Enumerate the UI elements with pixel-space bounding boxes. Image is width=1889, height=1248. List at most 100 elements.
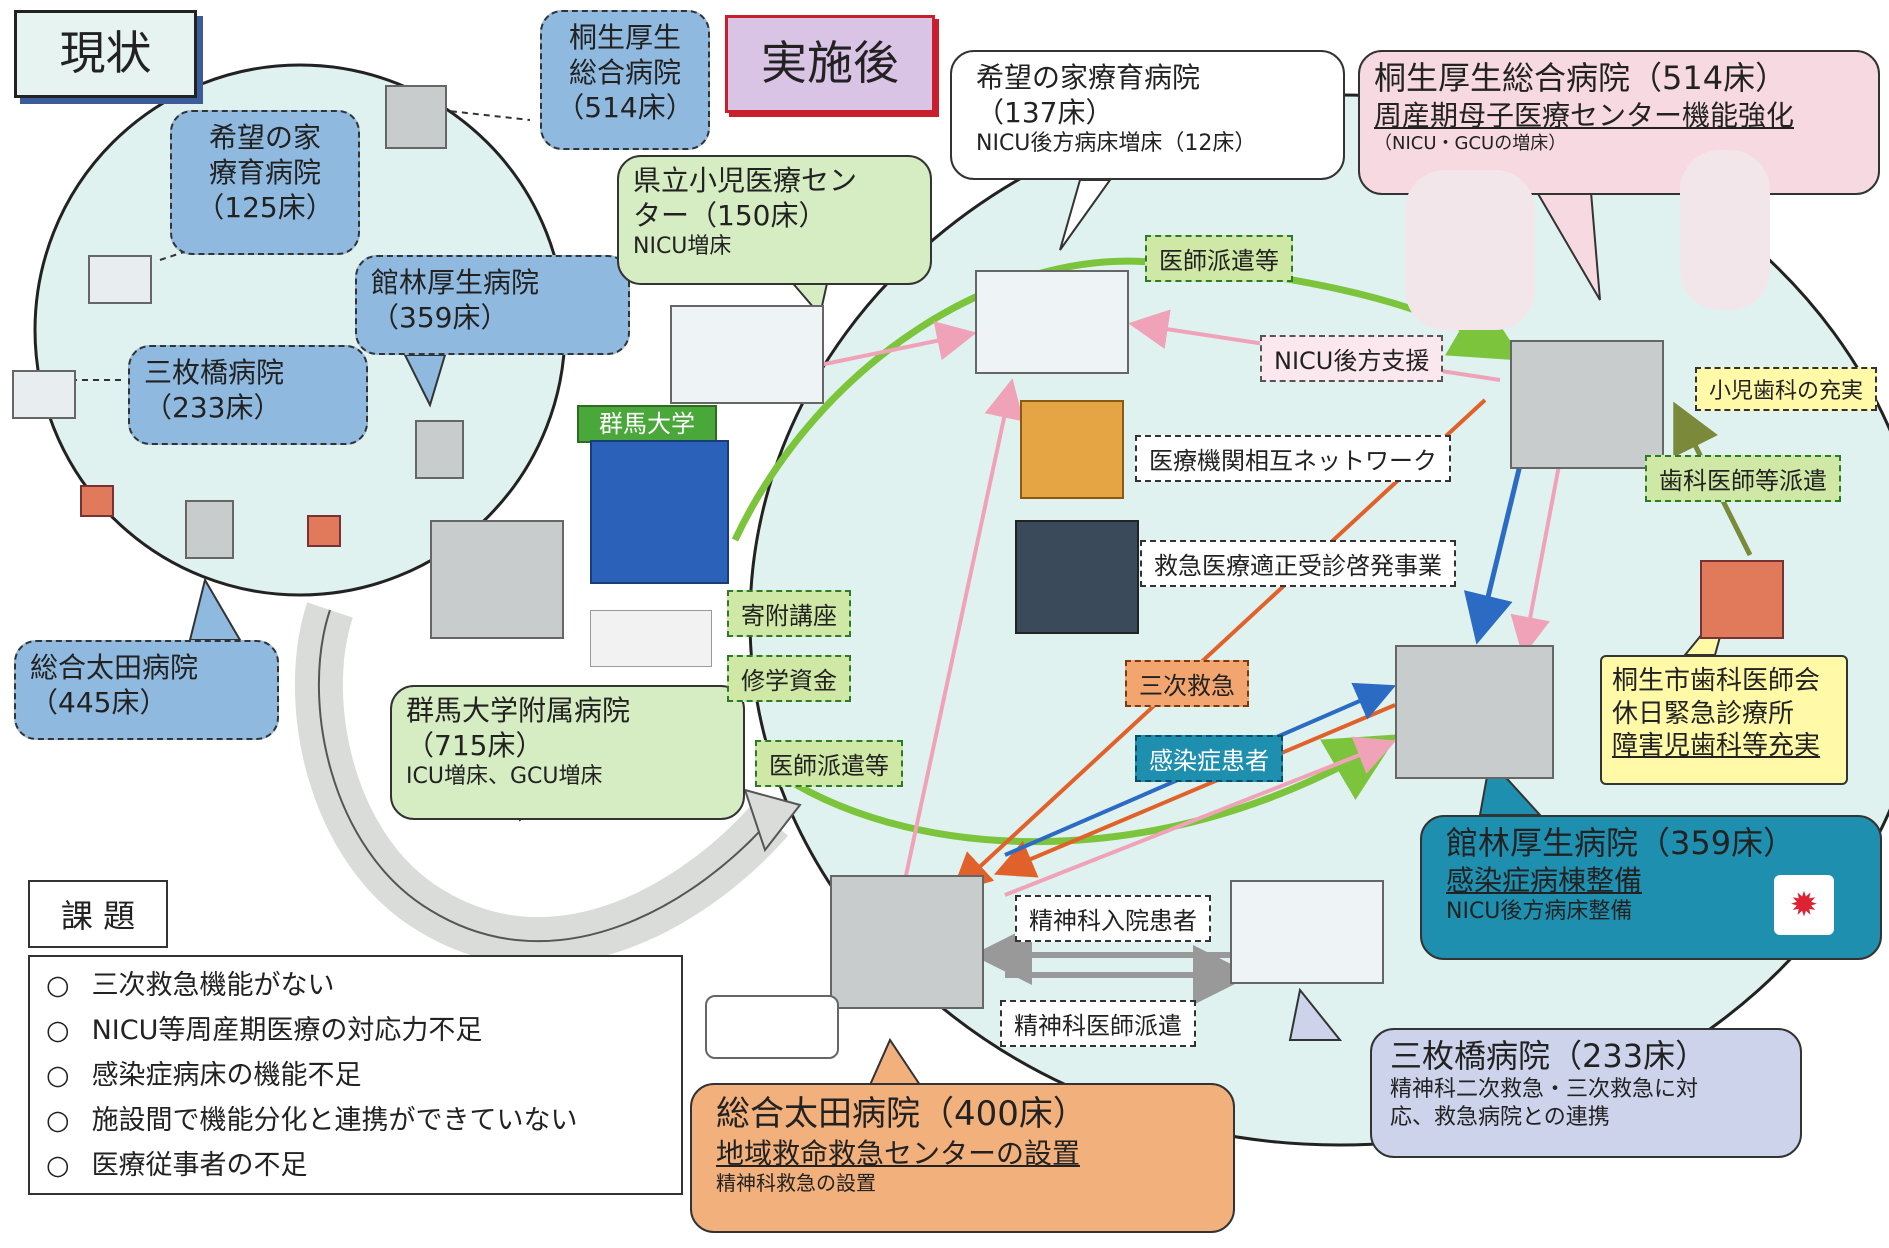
after-children-line2: ター（150床） (633, 199, 827, 232)
dental-line3: 障害児歯科等充実 (1612, 731, 1821, 761)
issues-title-box: 課 題 (28, 880, 168, 948)
issue-item: ○ 感染症病床の機能不足 (46, 1053, 665, 1098)
current-tatebayashi-name: 館林厚生病院 (371, 266, 540, 299)
after-kiryu-sub: 周産期母子医療センター機能強化 (1374, 99, 1795, 132)
current-kibou-bubble: 希望の家 療育病院 （125床） (170, 110, 360, 255)
hospital-icon (1230, 880, 1384, 984)
current-ota-beds: （445床） (30, 686, 168, 719)
house-icon (1700, 560, 1784, 639)
hospital-icon (1510, 340, 1664, 469)
tag-dentist-dispatch: 歯科医師等派遣 (1645, 455, 1841, 502)
after-children-line1: 県立小児医療セン (633, 164, 858, 197)
dental-clinic-box: 桐生市歯科医師会 休日緊急診療所 障害児歯科等充実 (1600, 655, 1848, 785)
after-sanmaibashi-bubble: 三枚橋病院（233床） 精神科二次救急・三次救急に対 応、救急病院との連携 (1370, 1028, 1802, 1158)
tag-nicu-support: NICU後方支援 (1260, 335, 1444, 382)
tag-doctor-dispatch-bottom: 医師派遣等 (755, 740, 903, 787)
issue-item: ○ 施設間で機能分化と連携ができていない (46, 1098, 665, 1143)
after-kiryu-bubble: 桐生厚生総合病院（514床） 周産期母子医療センター機能強化 （NICU・GCU… (1358, 50, 1880, 195)
issues-list-box: ○ 三次救急機能がない ○ NICU等周産期医療の対応力不足 ○ 感染症病床の機… (28, 955, 683, 1195)
current-status-label: 現状 (14, 10, 197, 98)
after-kiryu-name: 桐生厚生総合病院（514床） (1374, 59, 1788, 97)
after-ota-sub: 地域救命救急センターの設置 (716, 1136, 1081, 1170)
after-sanmaibashi-line1: 精神科二次救急・三次救急に対 (1390, 1077, 1699, 1102)
after-kibou-note: NICU後方病床増床（12床） (976, 131, 1257, 156)
current-sanmaibashi-bubble: 三枚橋病院 （233床） (128, 345, 368, 445)
after-gunma-hosp-beds: （715床） (406, 729, 544, 762)
after-tatebayashi-sub: 感染症病棟整備 (1446, 864, 1643, 897)
tag-scholarship: 修学資金 (727, 655, 851, 702)
clinic-icon (88, 255, 152, 304)
after-kibou-name: 希望の家療育病院 (976, 61, 1201, 94)
current-kiryu-bubble: 桐生厚生 総合病院 （514床） (540, 10, 710, 150)
bullet-circle-icon: ○ (46, 1015, 70, 1046)
office-building-icon (1020, 400, 1124, 499)
hospital-icon (975, 270, 1129, 374)
current-ota-name: 総合太田病院 (30, 651, 199, 684)
after-kiryu-note: （NICU・GCUの増床） (1374, 133, 1567, 154)
current-kiryu-beds: （514床） (556, 91, 694, 124)
pregnant-woman-illustration (1680, 150, 1770, 310)
tag-endowed-chair: 寄附講座 (727, 590, 851, 637)
issue-text: 医療従事者の不足 (91, 1150, 308, 1181)
after-kibou-bubble: 希望の家療育病院 （137床） NICU後方病床増床（12床） (950, 50, 1345, 180)
current-sanmaibashi-beds: （233床） (144, 391, 282, 424)
issue-text: 三次救急機能がない (91, 970, 335, 1001)
current-kibou-line2: 療育病院 (208, 156, 321, 189)
tag-psych-patient: 精神科入院患者 (1015, 895, 1211, 942)
tag-pediatric-dental: 小児歯科の充実 (1695, 367, 1878, 411)
tag-tertiary-emergency: 三次救急 (1125, 660, 1249, 707)
after-tatebayashi-bubble: 館林厚生病院（359床） 感染症病棟整備 NICU後方病床整備 ✹ (1420, 815, 1882, 960)
after-gunma-hosp-note: ICU増床、GCU増床 (406, 764, 603, 789)
issue-item: ○ 三次救急機能がない (46, 963, 665, 1008)
hospital-icon (415, 420, 464, 479)
current-tatebayashi-beds: （359床） (371, 301, 509, 334)
current-kiryu-line2: 総合病院 (568, 56, 681, 89)
hospital-icon (670, 305, 824, 404)
after-sanmaibashi-name: 三枚橋病院（233床） (1390, 1037, 1708, 1075)
after-tatebayashi-name: 館林厚生病院（359床） (1446, 824, 1796, 862)
dental-line2: 休日緊急診療所 (1612, 698, 1795, 729)
issue-text: NICU等周産期医療の対応力不足 (91, 1015, 483, 1046)
current-kibou-line1: 希望の家 (208, 121, 321, 154)
after-ota-name: 総合太田病院（400床） (716, 1094, 1087, 1134)
issues-title: 課 題 (60, 897, 136, 935)
hospital-icon (185, 500, 234, 559)
current-status-text: 現状 (59, 26, 152, 81)
university-building-icon (590, 440, 729, 584)
after-kibou-beds: （137床） (976, 96, 1114, 129)
hospital-icon (1395, 645, 1554, 779)
doctor-figures-icon (590, 610, 712, 667)
virus-icon: ✹ (1774, 875, 1834, 935)
tag-infection-patient: 感染症患者 (1135, 735, 1283, 782)
after-gunma-hosp-bubble: 群馬大学附属病院 （715床） ICU増床、GCU増床 (390, 685, 745, 820)
bullet-circle-icon: ○ (46, 970, 70, 1001)
gunma-university-text: 群馬大学 (599, 410, 695, 438)
house-icon (307, 515, 341, 547)
lecture-image (1015, 520, 1139, 634)
tag-doctor-dispatch-top: 医師派遣等 (1145, 235, 1293, 282)
after-tatebayashi-note: NICU後方病床整備 (1446, 899, 1633, 924)
issue-item: ○ NICU等周産期医療の対応力不足 (46, 1008, 665, 1053)
house-icon (80, 485, 114, 517)
after-sanmaibashi-line2: 応、救急病院との連携 (1390, 1104, 1610, 1130)
tag-psych-doctor: 精神科医師派遣 (1000, 1000, 1196, 1047)
after-implementation-text: 実施後 (761, 36, 899, 91)
mother-baby-illustration (1405, 170, 1535, 330)
tag-emergency-edu: 救急医療適正受診啓発事業 (1140, 540, 1456, 587)
current-sanmaibashi-name: 三枚橋病院 (144, 356, 285, 389)
after-ota-bubble: 総合太田病院（400床） 地域救命救急センターの設置 精神科救急の設置 (690, 1083, 1235, 1233)
issue-text: 施設間で機能分化と連携ができていない (91, 1105, 578, 1136)
after-ota-note: 精神科救急の設置 (716, 1170, 876, 1195)
issue-text: 感染症病床の機能不足 (91, 1060, 362, 1091)
current-kibou-beds: （125床） (196, 191, 334, 224)
current-ota-bubble: 総合太田病院 （445床） (14, 640, 279, 740)
bullet-circle-icon: ○ (46, 1060, 70, 1091)
tag-network: 医療機関相互ネットワーク (1135, 435, 1451, 482)
hospital-icon (385, 85, 447, 149)
hospital-icon (830, 875, 984, 1009)
ambulance-icon (705, 995, 839, 1059)
issue-item: ○ 医療従事者の不足 (46, 1143, 665, 1188)
after-children-bubble: 県立小児医療セン ター（150床） NICU増床 (617, 155, 932, 285)
current-kiryu-line1: 桐生厚生 (568, 21, 681, 54)
clinic-icon (12, 370, 76, 419)
